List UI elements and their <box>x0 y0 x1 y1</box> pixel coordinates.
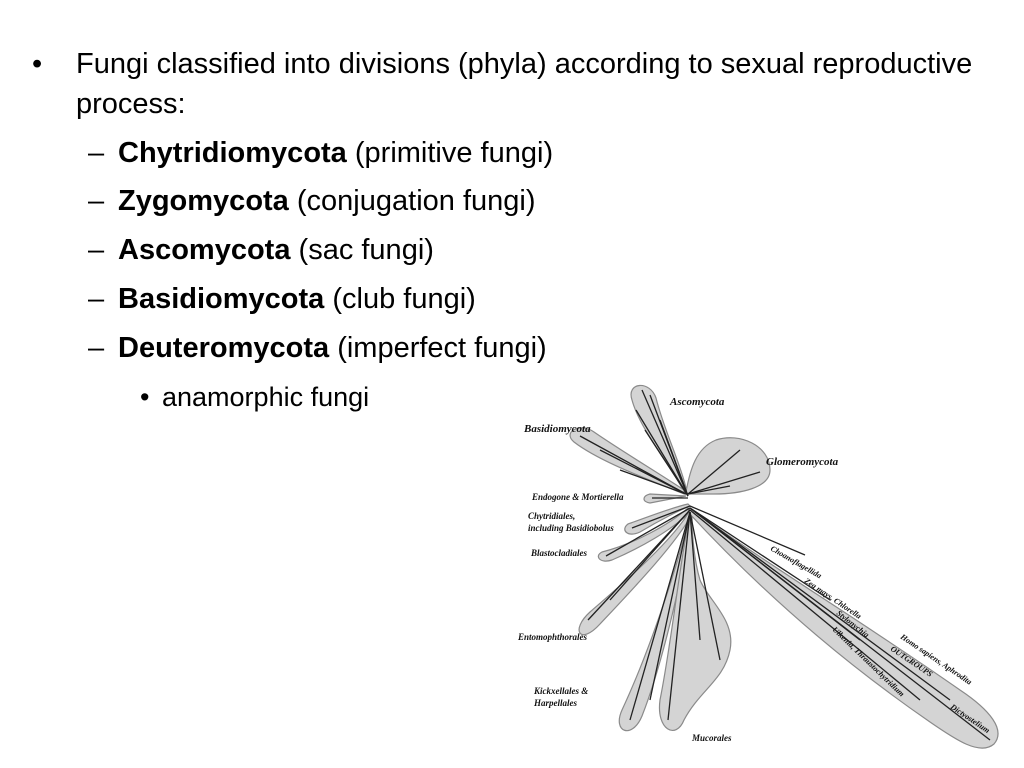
dash-marker: – <box>88 332 105 364</box>
label-chytridiales-2: including Basidiobolus <box>528 523 614 533</box>
label-ascomycota: Ascomycota <box>669 396 725 408</box>
division-name: Zygomycota <box>118 185 289 217</box>
sub-bullet-anamorphic: • anamorphic fungi <box>140 381 369 413</box>
division-desc: (primitive fungi) <box>354 137 554 169</box>
clade-glomeromycota <box>685 437 771 495</box>
label-chytridiales-1: Chytridiales, <box>528 511 575 521</box>
clade-mucorales <box>658 512 732 731</box>
division-desc: (imperfect fungi) <box>337 332 547 364</box>
label-basidiomycota: Basidiomycota <box>523 423 591 435</box>
division-desc: (conjugation fungi) <box>296 185 536 217</box>
division-item-basidiomycota: –Basidiomycota (club fungi) <box>88 282 476 316</box>
branch-lines <box>579 389 991 741</box>
clade-entomophthorales <box>578 508 693 636</box>
dash-marker: – <box>88 283 105 315</box>
sub-bullet-marker: • <box>140 382 150 412</box>
bullet-marker: • <box>32 48 43 80</box>
sub-bullet-text: anamorphic fungi <box>162 382 370 412</box>
division-name: Basidiomycota <box>118 283 325 315</box>
division-item-ascomycota: –Ascomycota (sac fungi) <box>88 233 434 267</box>
division-desc: (club fungi) <box>332 283 476 315</box>
division-item-chytridiomycota: –Chytridiomycota (primitive fungi) <box>88 136 553 170</box>
label-mucorales: Mucorales <box>691 733 732 743</box>
label-kickxellales-1: Kickxellales & <box>533 686 588 696</box>
label-entomophthorales: Entomophthorales <box>517 632 588 642</box>
dash-marker: – <box>88 137 105 169</box>
dash-marker: – <box>88 185 105 217</box>
division-desc: (sac fungi) <box>298 234 434 266</box>
division-name: Ascomycota <box>118 234 291 266</box>
division-item-zygomycota: –Zygomycota (conjugation fungi) <box>88 184 536 218</box>
label-endogone: Endogone & Mortierella <box>531 492 624 502</box>
clade-shapes <box>569 384 999 749</box>
division-name: Deuteromycota <box>118 332 330 364</box>
division-name: Chytridiomycota <box>118 137 347 169</box>
dash-marker: – <box>88 234 105 266</box>
division-item-deuteromycota: –Deuteromycota (imperfect fungi) <box>88 331 547 365</box>
label-blastocladiales: Blastocladiales <box>530 548 587 558</box>
label-glomeromycota: Glomeromycota <box>766 456 839 468</box>
clade-outgroups <box>687 507 999 749</box>
label-kickxellales-2: Harpellales <box>533 698 577 708</box>
intro-text: Fungi classified into divisions (phyla) … <box>76 48 973 120</box>
